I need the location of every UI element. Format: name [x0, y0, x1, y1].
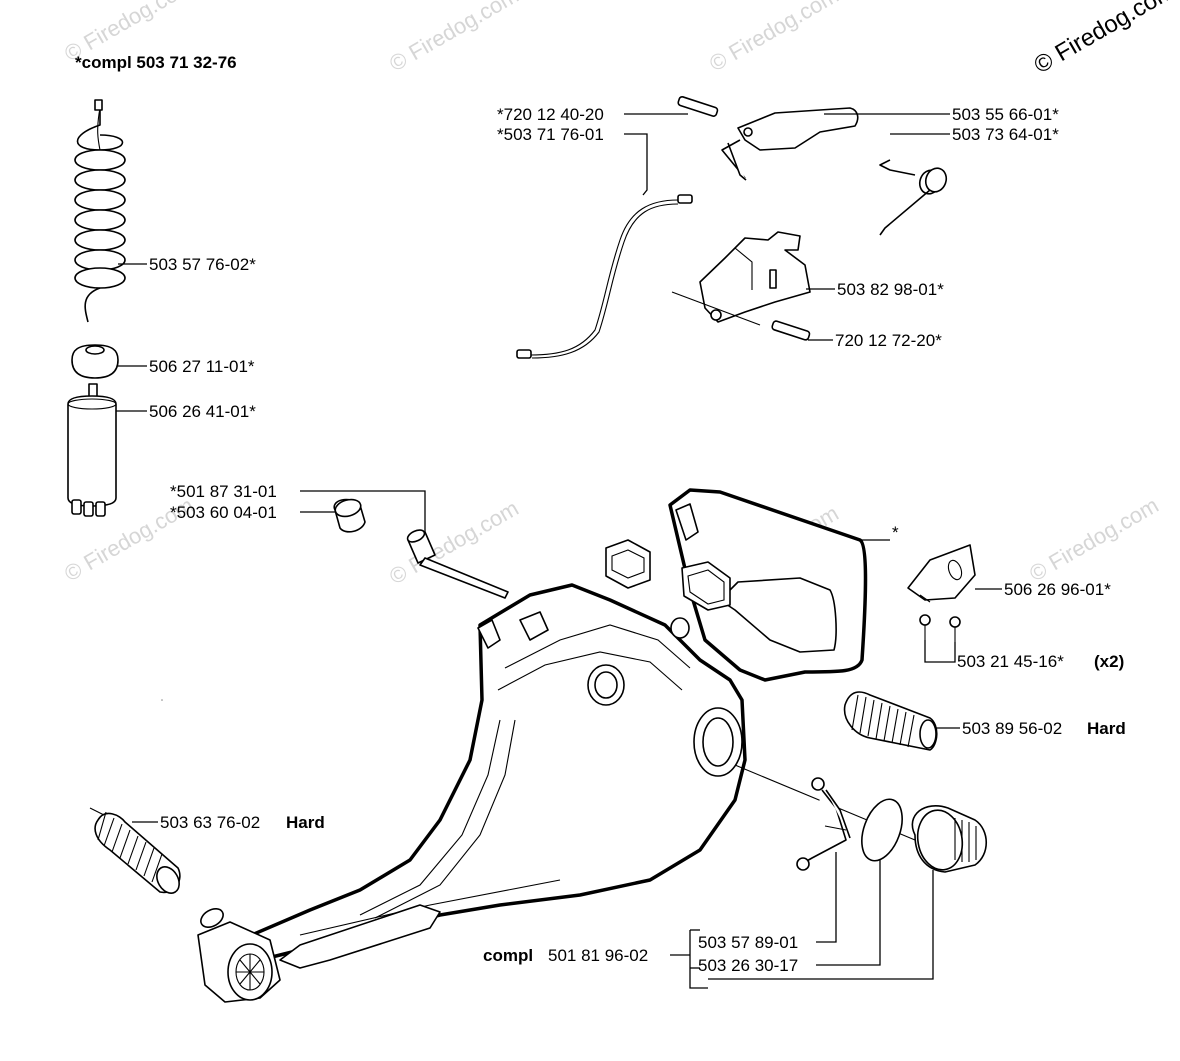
rubber-buffer-right-part	[843, 691, 938, 751]
filter-cap-part	[71, 344, 119, 379]
fuel-cap-part	[911, 805, 988, 873]
callout-pin-top: *720 12 40-20	[497, 105, 604, 124]
pin-part	[677, 95, 719, 117]
copyright-text: © Firedog.com	[1030, 0, 1180, 79]
callout-compl-prefix: compl	[483, 946, 533, 965]
watermark-text: © Firedog.com	[1025, 492, 1163, 586]
leader-line	[708, 870, 934, 980]
callout-bushing: *503 60 04-01	[170, 503, 277, 522]
callout-throttle-cable: *503 71 76-01	[497, 125, 604, 144]
bushing-part	[333, 498, 366, 533]
watermark-text: © Firedog.com	[385, 0, 523, 76]
speck-dot	[161, 699, 163, 701]
callout-guard-plate: 506 26 96-01*	[1004, 580, 1111, 599]
compl-kit-title: *compl 503 71 32-76	[75, 53, 237, 72]
callout-throttle-trigger: 503 55 66-01*	[952, 105, 1059, 124]
callout-screws-qty: (x2)	[1094, 652, 1124, 671]
rubber-buffer-left-part	[89, 807, 181, 894]
callout-fuel-filter: 506 26 41-01*	[149, 402, 256, 421]
callout-buffer-right-hard: Hard	[1087, 719, 1126, 738]
throttle-trigger-part	[721, 107, 859, 181]
callout-o-ring: 503 26 30-17	[698, 956, 798, 975]
throttle-cable-part	[516, 194, 693, 359]
callout-spring: 503 73 64-01*	[952, 125, 1059, 144]
leader-line	[924, 640, 956, 663]
screws-part	[919, 614, 961, 642]
fuel-hose-coil-part	[74, 99, 126, 323]
leader-line	[816, 852, 837, 943]
cap-retainer-part	[796, 777, 851, 871]
callout-screws: 503 21 45-16*	[957, 652, 1064, 671]
callout-compl-kit: 501 81 96-02	[548, 946, 648, 965]
pin-part	[671, 291, 811, 341]
guard-plate-part	[907, 544, 976, 603]
callout-buffer-right: 503 89 56-02	[962, 719, 1062, 738]
watermark-text: © Firedog.com	[705, 0, 843, 76]
leader-line	[300, 490, 426, 532]
callout-buffer-left: 503 63 76-02	[160, 813, 260, 832]
callout-handle-asterisk: *	[892, 523, 899, 542]
throttle-lockout-part	[699, 231, 811, 323]
fuel-filter-part	[67, 383, 117, 517]
leader-line	[816, 860, 881, 966]
callout-buffer-left-hard: Hard	[286, 813, 325, 832]
callout-pin-lockout: 720 12 72-20*	[835, 331, 942, 350]
o-ring-part	[861, 798, 903, 862]
spring-part	[879, 159, 948, 236]
rear-handle-tank-part	[197, 488, 868, 1003]
bolt-part	[406, 529, 509, 599]
callout-fuel-hose: 503 57 76-02*	[149, 255, 256, 274]
callout-bolt: *501 87 31-01	[170, 482, 277, 501]
callout-filter-cap: 506 27 11-01*	[149, 357, 255, 376]
callout-throttle-lockout: 503 82 98-01*	[837, 280, 944, 299]
callout-cap-retainer: 503 57 89-01	[698, 933, 798, 952]
compl-bracket	[689, 930, 708, 989]
leader-line	[624, 133, 648, 196]
